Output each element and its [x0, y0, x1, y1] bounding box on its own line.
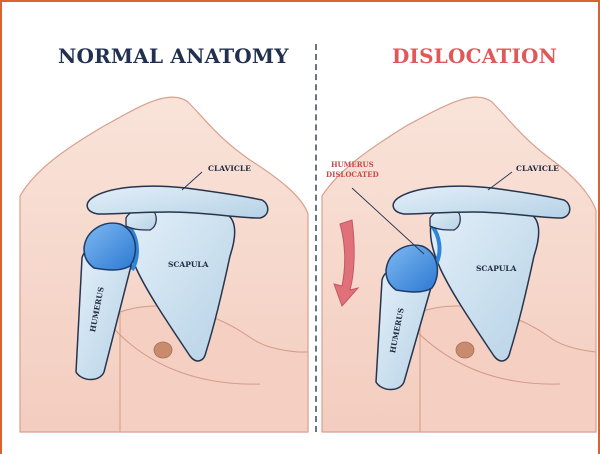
scapula-label-right: SCAPULA: [476, 264, 516, 273]
humerus-dislocated-label-line2: DISLOCATED: [326, 170, 379, 180]
dislocation-title: DISLOCATION: [392, 44, 557, 68]
clavicle-label-left: CLAVICLE: [208, 164, 251, 173]
panel-divider: [315, 44, 317, 432]
normal-anatomy-title: NORMAL ANATOMY: [58, 44, 289, 68]
humerus-dislocated-label: HUMERUS DISLOCATED: [326, 160, 379, 180]
humerus-dislocated-label-line1: HUMERUS: [326, 160, 379, 170]
clavicle-label-right: CLAVICLE: [516, 164, 559, 173]
scapula-label-left: SCAPULA: [168, 260, 208, 269]
